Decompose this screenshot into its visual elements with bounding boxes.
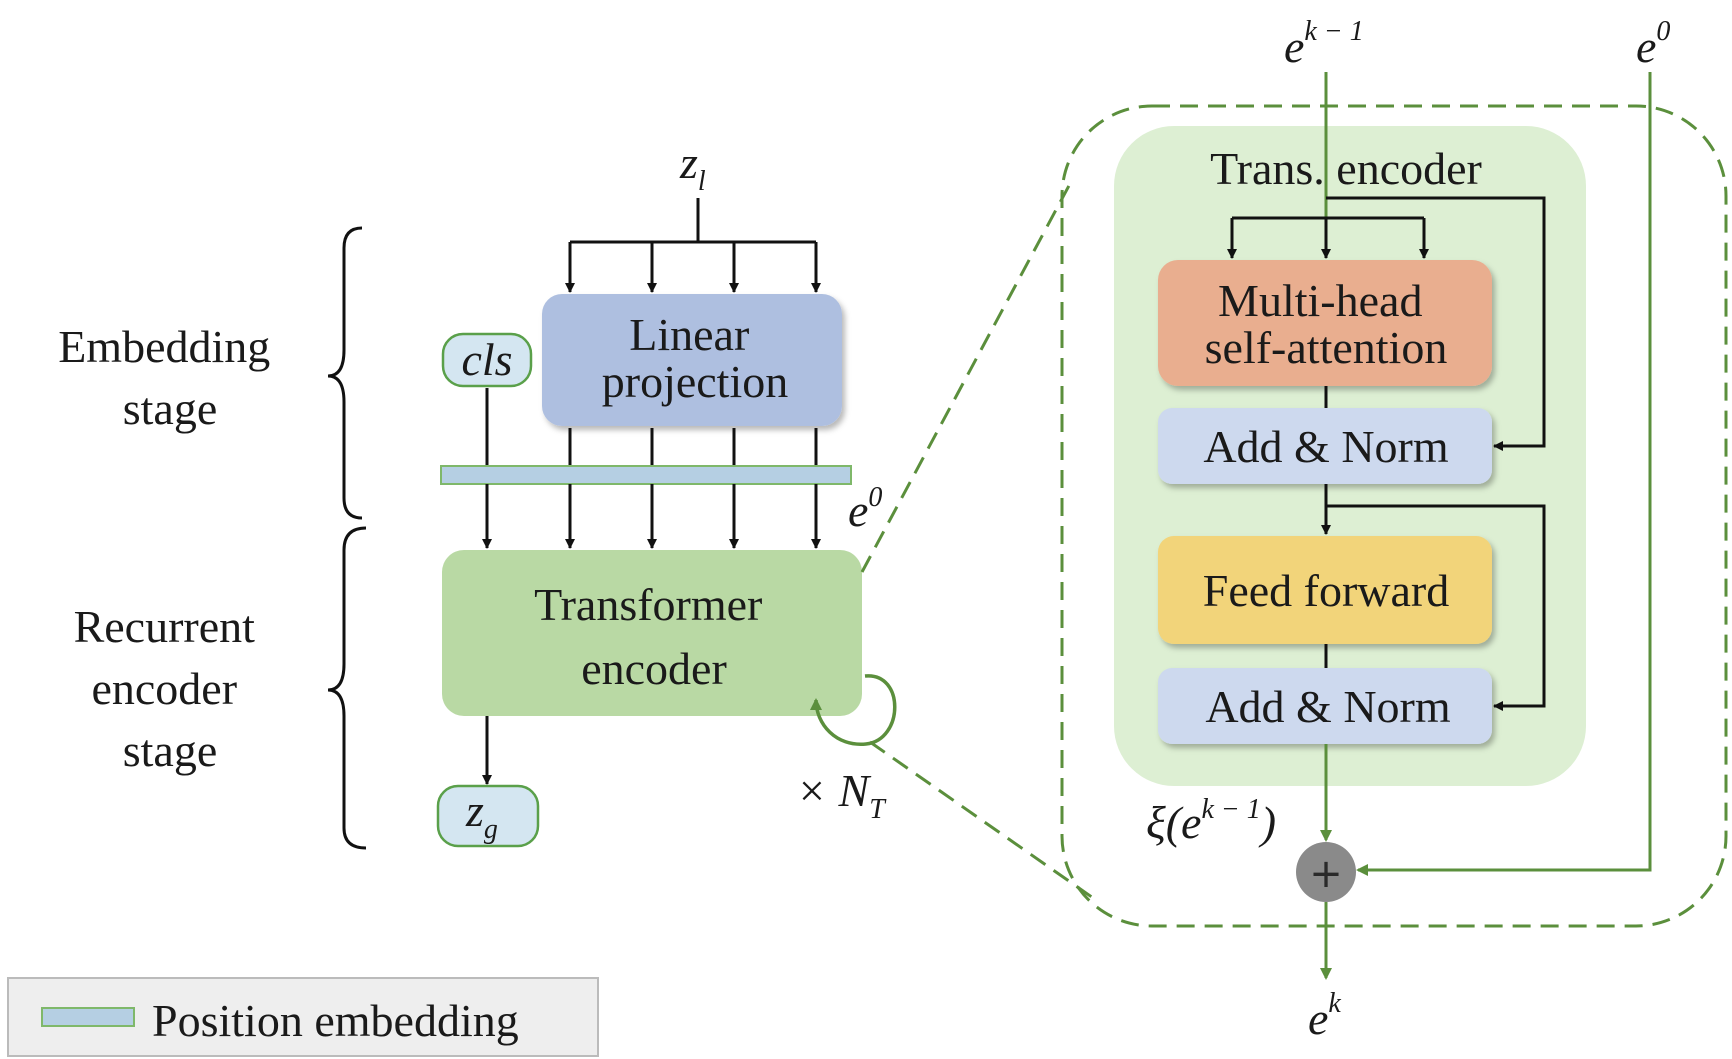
output-zg-label: zg — [465, 785, 498, 845]
linear-projection-label: Linear projection — [602, 309, 789, 407]
feed-forward-box — [1158, 536, 1492, 644]
output-zg-token — [436, 784, 540, 848]
projection-output-lines — [485, 388, 818, 466]
add-norm-1-label: Add & Norm — [1203, 421, 1449, 472]
mhsa-box — [1158, 260, 1492, 386]
feed-forward-label: Feed forward — [1203, 565, 1450, 616]
input-zl-label: zl — [679, 137, 706, 197]
input-distribution-arrows — [565, 198, 821, 293]
recurrent-brace — [327, 526, 367, 850]
encoder-detail-title: Trans. encoder — [1210, 143, 1482, 194]
detail-outline — [1060, 104, 1728, 928]
add-norm-1-box — [1158, 408, 1492, 484]
residual-2-arrow — [1326, 504, 1546, 711]
e0-mid-label: e0 — [848, 482, 882, 536]
cls-token-label: cls — [461, 334, 512, 385]
cls-token — [441, 332, 533, 388]
linear-projection-box — [542, 294, 842, 426]
e0-residual-line — [1356, 72, 1652, 876]
recurrent-stage-label: Recurrent encoder stage — [74, 601, 267, 776]
transformer-encoder-label: Transformer encoder — [534, 579, 774, 694]
residual-add-plus: + — [1309, 851, 1343, 897]
qkv-split-arrows — [1227, 216, 1429, 259]
mhsa-label: Multi-head self-attention — [1205, 275, 1448, 373]
embedding-stage-label: Embedding stage — [58, 321, 282, 434]
residual-1-arrow — [1326, 196, 1546, 451]
zoom-line-top — [860, 179, 1074, 573]
ek1-input-label: ek − 1 — [1284, 16, 1364, 72]
zoom-line-bottom — [869, 740, 1097, 902]
embedding-brace — [327, 226, 363, 520]
ek-output-label: ek — [1308, 988, 1341, 1044]
e0-residual-label: e0 — [1636, 16, 1670, 72]
legend-swatch — [41, 1007, 135, 1027]
transformer-encoder-box — [442, 550, 862, 716]
residual-add-circle — [1296, 842, 1356, 902]
add-norm-2-box — [1158, 668, 1492, 744]
position-embedding-bar — [440, 465, 852, 485]
embedding-to-encoder-arrows — [482, 484, 821, 549]
xi-label: ξ(ek − 1) — [1146, 794, 1276, 848]
legend-label: Position embedding — [152, 995, 519, 1046]
add-norm-2-label: Add & Norm — [1205, 681, 1451, 732]
repeat-count-label: × NT — [796, 765, 887, 825]
